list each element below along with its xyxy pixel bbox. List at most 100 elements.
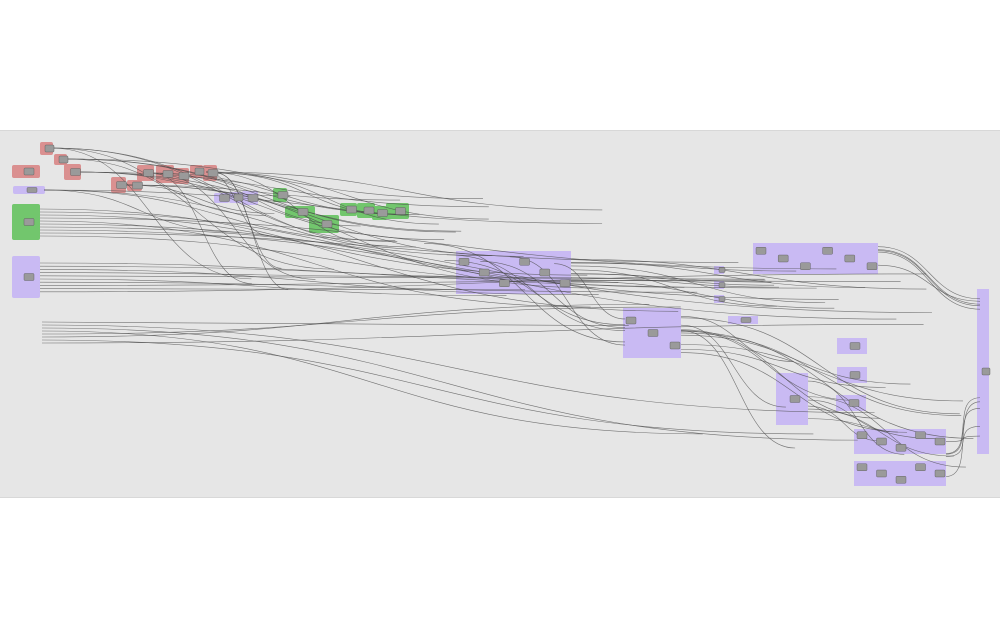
component-node[interactable]: [876, 437, 887, 446]
component-node[interactable]: [194, 167, 205, 176]
component-node[interactable]: [58, 155, 69, 164]
wire: [807, 399, 898, 433]
component-node[interactable]: [647, 329, 659, 337]
component-node[interactable]: [789, 395, 801, 403]
component-node[interactable]: [934, 437, 946, 446]
wire: [570, 280, 901, 283]
component-node[interactable]: [395, 207, 406, 215]
component-node[interactable]: [178, 172, 190, 180]
component-node[interactable]: [559, 279, 571, 287]
component-node[interactable]: [718, 267, 726, 273]
wire: [680, 331, 974, 439]
component-node[interactable]: [26, 187, 38, 193]
component-node[interactable]: [876, 469, 887, 478]
wire: [215, 172, 282, 269]
component-node[interactable]: [669, 341, 681, 350]
component-node[interactable]: [363, 206, 375, 215]
wire: [125, 184, 401, 201]
component-node[interactable]: [740, 317, 752, 323]
wire: [41, 330, 703, 435]
component-node[interactable]: [132, 181, 143, 190]
component-node[interactable]: [856, 463, 868, 471]
wire: [43, 189, 240, 233]
purple-group[interactable]: [753, 243, 878, 274]
component-node[interactable]: [499, 279, 510, 287]
wire: [50, 147, 252, 280]
component-node[interactable]: [849, 342, 861, 350]
wire: [945, 397, 981, 454]
wire: [39, 272, 464, 278]
wire: [125, 184, 275, 214]
component-node[interactable]: [800, 262, 811, 270]
component-node[interactable]: [539, 268, 550, 277]
wire: [444, 260, 626, 326]
wire: [807, 405, 881, 442]
wire: [150, 172, 252, 284]
wire: [570, 258, 927, 290]
grasshopper-canvas[interactable]: [0, 130, 1000, 498]
component-node[interactable]: [895, 476, 907, 484]
wire: [43, 189, 493, 256]
component-node[interactable]: [377, 209, 388, 217]
wire: [680, 334, 911, 385]
component-node[interactable]: [915, 431, 926, 439]
wire: [39, 235, 619, 283]
wire: [680, 317, 960, 415]
component-node[interactable]: [718, 282, 726, 288]
component-node[interactable]: [822, 247, 833, 255]
component-node[interactable]: [458, 258, 470, 266]
wire: [50, 147, 417, 248]
component-node[interactable]: [116, 181, 127, 189]
wire: [554, 263, 626, 320]
component-node[interactable]: [219, 194, 230, 202]
component-node[interactable]: [848, 399, 860, 407]
wire: [945, 435, 981, 443]
component-node[interactable]: [856, 431, 868, 439]
component-node[interactable]: [70, 168, 81, 176]
wire: [570, 280, 835, 309]
component-node[interactable]: [849, 371, 861, 379]
component-node[interactable]: [277, 191, 289, 199]
component-node[interactable]: [844, 254, 855, 263]
wire: [570, 273, 775, 286]
component-node[interactable]: [346, 205, 357, 214]
component-node[interactable]: [895, 444, 907, 452]
wire: [570, 277, 779, 288]
component-node[interactable]: [23, 167, 35, 176]
component-node[interactable]: [247, 194, 259, 202]
component-node[interactable]: [321, 220, 333, 228]
wire: [807, 380, 905, 455]
component-node[interactable]: [233, 193, 244, 202]
wire: [680, 324, 786, 408]
component-node[interactable]: [718, 296, 726, 302]
component-node[interactable]: [143, 169, 154, 177]
component-node[interactable]: [981, 367, 991, 376]
component-node[interactable]: [778, 254, 789, 263]
component-node[interactable]: [866, 262, 878, 270]
wire: [39, 262, 572, 279]
component-node[interactable]: [479, 268, 490, 277]
component-node[interactable]: [44, 144, 55, 153]
component-node[interactable]: [23, 273, 35, 281]
component-node[interactable]: [23, 218, 35, 226]
component-node[interactable]: [207, 169, 219, 177]
wire: [39, 279, 766, 286]
component-node[interactable]: [915, 463, 926, 471]
component-node[interactable]: [625, 316, 637, 325]
wire: [41, 339, 814, 435]
wire: [877, 250, 981, 307]
wire: [41, 324, 875, 413]
component-node[interactable]: [162, 170, 174, 178]
wire: [150, 172, 316, 280]
component-node[interactable]: [934, 469, 946, 478]
component-node[interactable]: [755, 247, 767, 255]
wire: [424, 243, 626, 343]
wire: [39, 269, 599, 295]
wire: [39, 232, 739, 263]
component-node[interactable]: [519, 258, 530, 266]
wire: [680, 348, 886, 388]
node-graph[interactable]: [0, 131, 1000, 497]
wire: [877, 246, 981, 300]
wire: [205, 171, 603, 211]
component-node[interactable]: [297, 208, 309, 216]
